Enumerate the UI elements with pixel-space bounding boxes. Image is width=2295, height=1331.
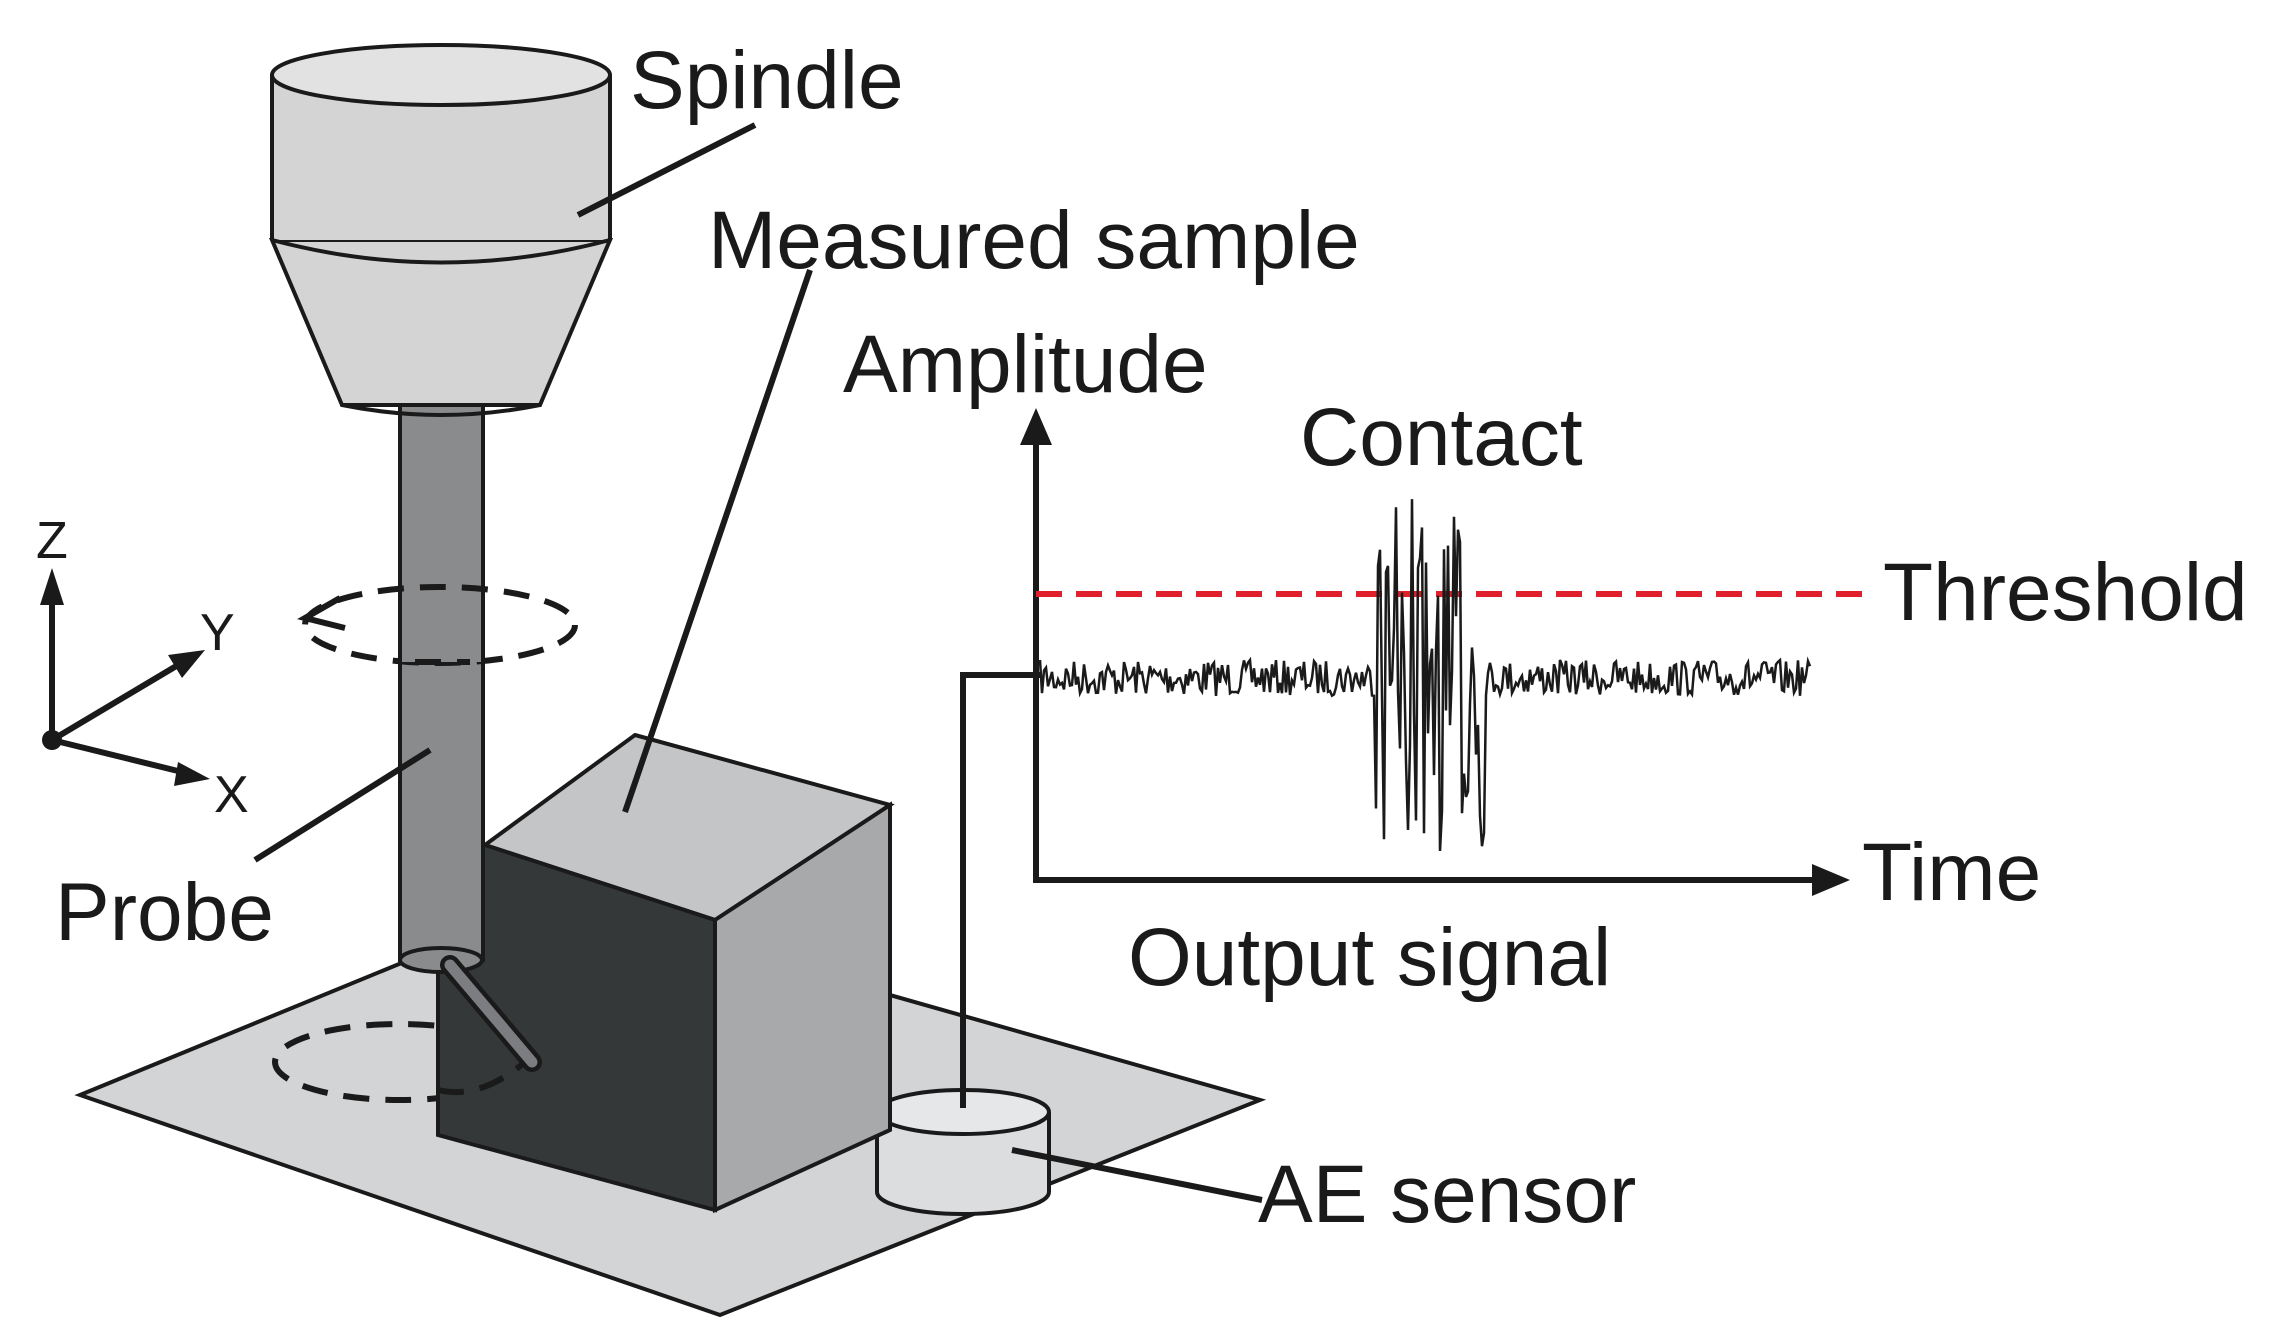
probe xyxy=(398,403,542,1072)
sensor-leader xyxy=(1011,1147,1263,1203)
spindle-leader xyxy=(576,122,757,218)
signal-plot xyxy=(1020,408,1865,896)
amplitude-axis-arrow xyxy=(1020,408,1052,445)
contact-label: Contact xyxy=(1300,392,1583,483)
probe-label: Probe xyxy=(55,867,274,958)
axis-x-label: X xyxy=(214,766,249,824)
ae-sensor-label: AE sensor xyxy=(1258,1149,1636,1240)
sample-leader xyxy=(622,269,813,813)
rotation-arrow-head xyxy=(297,595,346,631)
amplitude-label: Amplitude xyxy=(843,319,1208,410)
time-axis-arrow xyxy=(1812,864,1850,896)
time-label: Time xyxy=(1862,827,2041,918)
signal-trace xyxy=(1038,499,1812,852)
coordinate-axes xyxy=(40,568,210,786)
spindle xyxy=(268,43,614,417)
spindle-label: Spindle xyxy=(630,35,904,126)
threshold-label: Threshold xyxy=(1883,547,2248,638)
probe-leader xyxy=(253,747,432,863)
axis-y-label: Y xyxy=(200,604,235,662)
measured-sample-label: Measured sample xyxy=(708,195,1360,286)
output-signal-label: Output signal xyxy=(1128,912,1611,1003)
axis-z-label: Z xyxy=(36,512,68,570)
probe-path-ellipse-lower-front xyxy=(437,1059,527,1096)
sensor-signal-wire xyxy=(960,672,1040,1108)
measured-sample-cube xyxy=(436,732,895,1214)
